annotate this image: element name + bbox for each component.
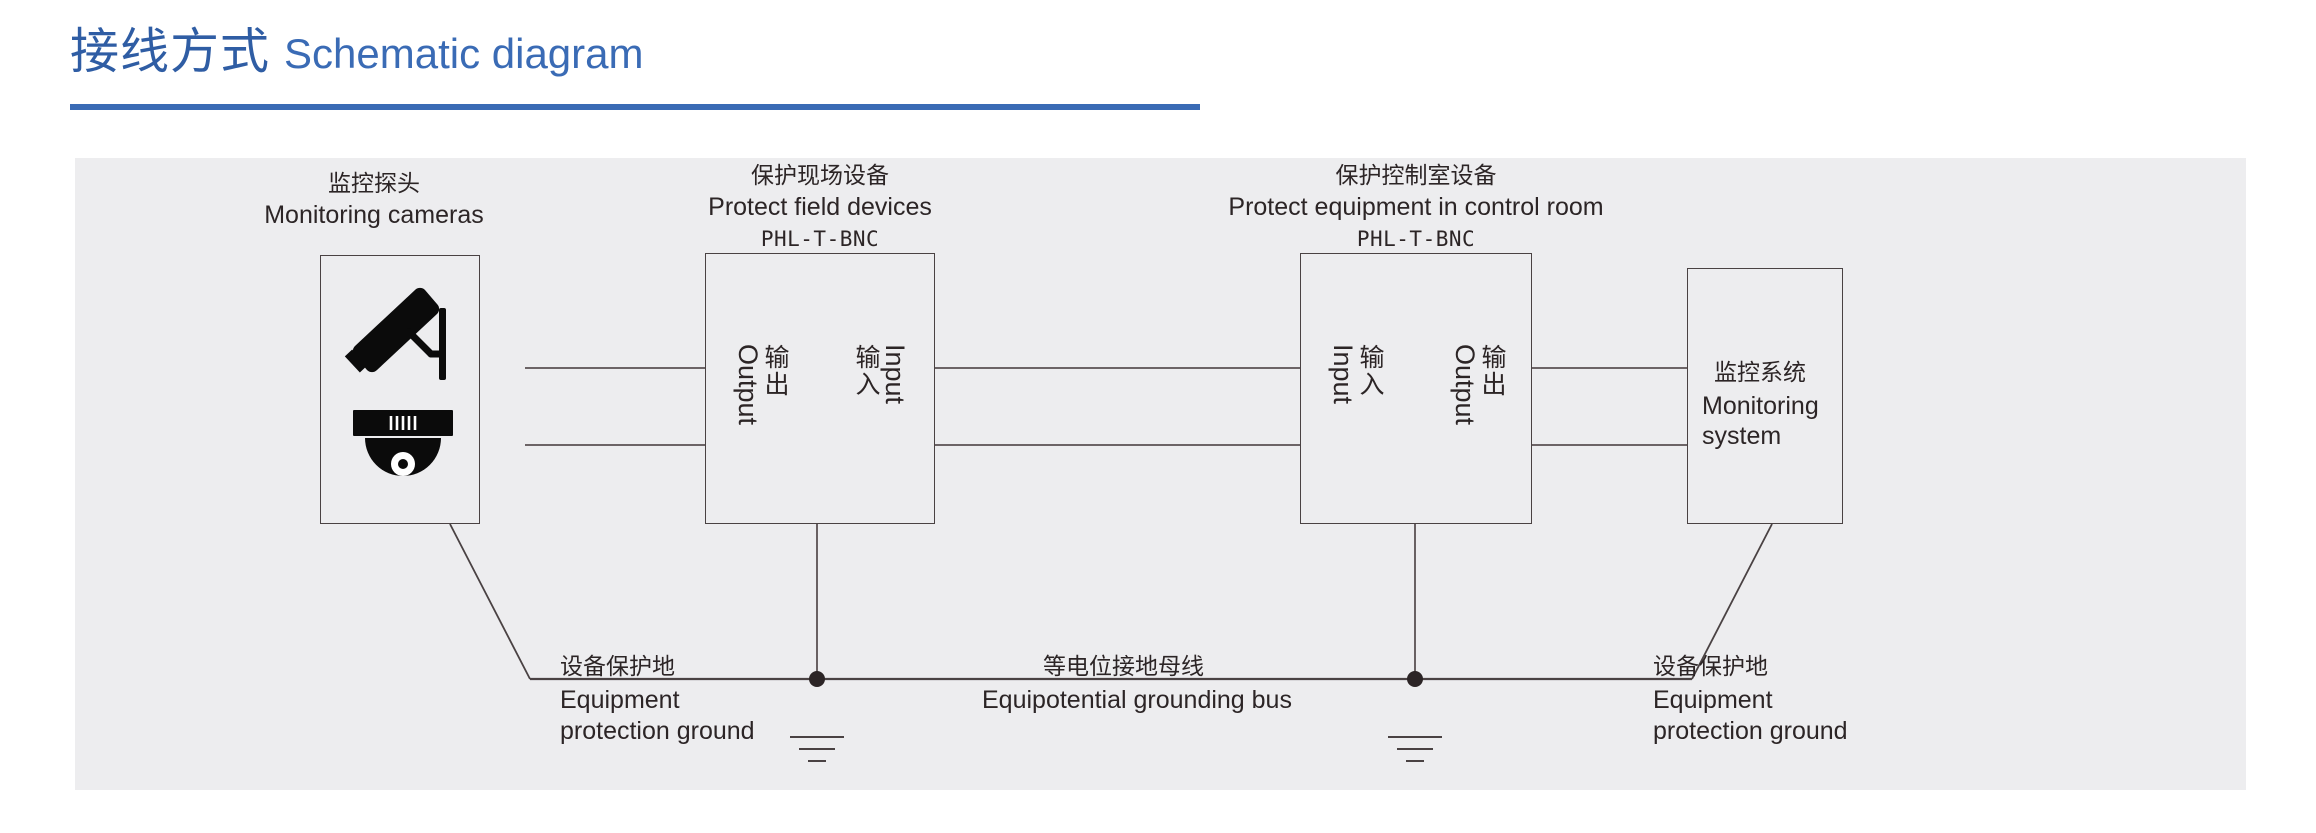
left-ground-label-en-1: Equipment [560,686,680,714]
protect-field-device-box: Output 输出 输入 Input [705,253,935,524]
protect-control-room-device-box: Input 输入 Output 输出 [1300,253,1532,524]
bus-label-cn: 等电位接地母线 [1043,654,1204,680]
field-device-model: PHL-T-BNC [760,227,880,251]
control-room-left-port-en: Input [1328,344,1358,405]
field-device-left-port: Output 输出 [733,344,790,426]
ground-bar-2-right [1397,748,1433,750]
control-room-device-title-en: Protect equipment in control room [1228,193,1604,221]
monitoring-cameras-box [320,255,480,524]
left-ground-label-cn: 设备保护地 [560,654,675,680]
ground-junction-dot-left [809,671,825,687]
field-device-title-cn: 保护现场设备 [751,163,889,189]
diagram-panel: 监控探头 Monitoring cameras [75,158,2246,790]
page-title-cn: 接线方式 [70,23,271,80]
field-device-right-port-en: Input [880,344,910,405]
field-device-title-en: Protect field devices [708,193,932,221]
page-title-en: Schematic diagram [284,30,644,77]
control-room-left-port-cn: 输入 [1356,344,1385,398]
dome-camera-icon [353,410,453,476]
ground-bar-1-right [1388,736,1442,738]
control-room-left-port: Input 输入 [1328,344,1385,405]
ground-bar-1-left [790,736,844,738]
monitoring-system-title-en-2: system [1702,422,1782,450]
ground-bar-3-left [808,760,826,762]
control-room-right-port: Output 输出 [1450,344,1507,426]
camera-title-en: Monitoring cameras [264,201,484,229]
bus-label-en: Equipotential grounding bus [982,686,1292,714]
monitoring-system-title-cn: 监控系统 [1714,360,1806,386]
wire-layer [449,367,1773,681]
control-room-device-model: PHL-T-BNC [1356,227,1476,251]
field-device-right-port: 输入 Input [852,344,910,405]
field-device-left-port-cn: 输出 [761,344,790,398]
title-underline [70,104,1200,110]
control-room-device-title-cn: 保护控制室设备 [1335,163,1497,189]
monitoring-system-box: 监控系统 Monitoring system [1687,268,1843,524]
control-room-right-port-cn: 输出 [1478,344,1507,398]
field-device-left-port-en: Output [733,344,763,426]
right-ground-label-en-2: protection ground [1653,717,1848,745]
ground-bar-3-right [1406,760,1424,762]
field-device-right-port-cn: 输入 [852,344,881,398]
monitoring-system-title-en-1: Monitoring [1702,392,1819,420]
left-ground-label-en-2: protection ground [560,717,755,745]
bullet-camera-icon [344,287,446,380]
control-room-right-port-en: Output [1450,344,1480,426]
camera-title-cn: 监控探头 [328,171,420,197]
ground-junction-dot-right [1407,671,1423,687]
right-ground-label-en-1: Equipment [1653,686,1773,714]
ground-bar-2-left [799,748,835,750]
right-ground-label-cn: 设备保护地 [1653,654,1768,680]
